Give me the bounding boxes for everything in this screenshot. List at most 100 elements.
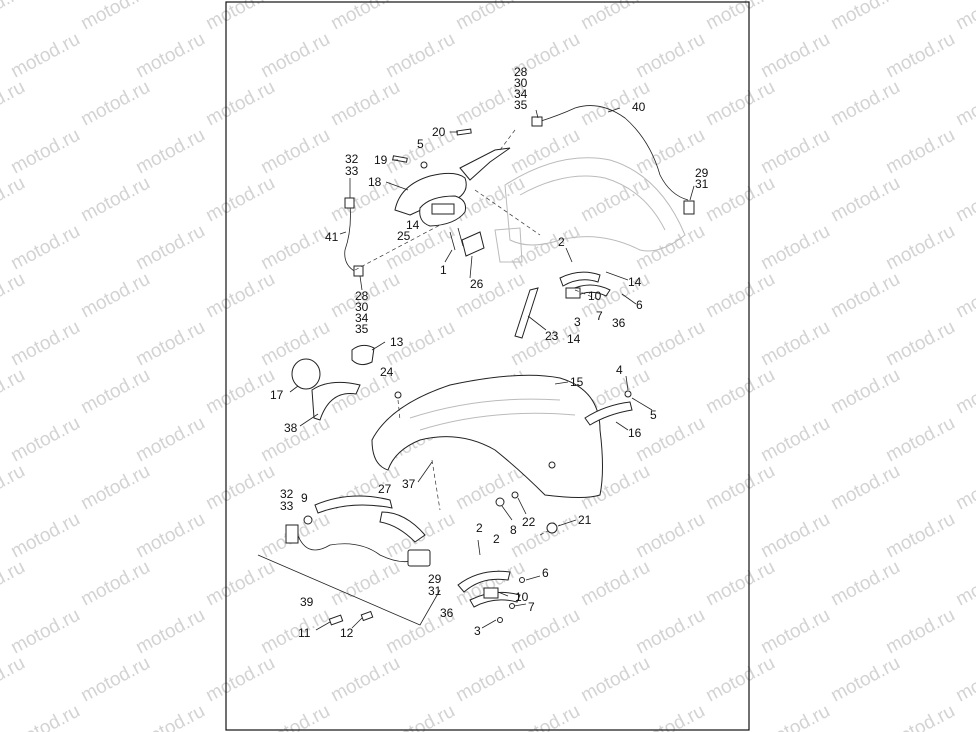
watermark-text: motod.ru [382, 29, 458, 83]
watermark-text: motod.ru [577, 0, 653, 34]
watermark-text: motod.ru [702, 0, 778, 34]
callout-30: 30 [355, 300, 369, 314]
wiring-harness-41 [344, 204, 357, 273]
watermark-text: motod.ru [0, 653, 29, 707]
callout-14: 14 [406, 218, 420, 232]
watermark-text: motod.ru [382, 125, 458, 179]
watermark-text: motod.ru [702, 461, 778, 515]
watermark-text: motod.ru [952, 461, 976, 515]
callout-32: 32 [345, 152, 359, 166]
watermark-text: motod.ru [77, 461, 153, 515]
callout-25: 25 [397, 229, 411, 243]
callout-40: 40 [632, 100, 646, 114]
trim-strip-16 [584, 401, 633, 426]
watermark-text: motod.ru [882, 413, 958, 467]
callout-28: 28 [355, 289, 369, 303]
watermark-text: motod.ru [202, 0, 278, 34]
watermark-text: motod.ru [507, 701, 583, 732]
callout-10: 10 [515, 590, 529, 604]
callout-13: 13 [390, 335, 404, 349]
watermark-text: motod.ru [7, 509, 83, 563]
watermark-text: motod.ru [327, 557, 403, 611]
dash-mid-1 [397, 399, 401, 421]
watermark-text: motod.ru [257, 701, 333, 732]
watermark-text: motod.ru [882, 605, 958, 659]
callout-24: 24 [380, 365, 394, 379]
watermark-text: motod.ru [132, 317, 208, 371]
watermark-text: motod.ru [77, 77, 153, 131]
callout-31: 31 [428, 584, 442, 598]
watermark-text: motod.ru [327, 653, 403, 707]
watermark-text: motod.ru [77, 653, 153, 707]
diagram-frame [225, 1, 750, 731]
callout-10: 10 [588, 289, 602, 303]
callout-6: 6 [542, 566, 549, 580]
watermark-text: motod.ru [702, 653, 778, 707]
watermark-text: motod.ru [757, 701, 833, 732]
callout-35: 35 [355, 322, 369, 336]
connector-top [531, 116, 543, 127]
pin-19 [392, 155, 408, 163]
callout-41: 41 [325, 230, 339, 244]
dash-upper-4 [574, 289, 601, 301]
connector-32-33-low [285, 524, 299, 544]
watermark-text: motod.ru [7, 125, 83, 179]
screw-2-lower [477, 539, 481, 556]
callout-19: 19 [374, 153, 388, 167]
callout-16: 16 [628, 426, 642, 440]
watermark-text: motod.ru [0, 173, 29, 227]
fender-support-bracket [494, 227, 523, 263]
callout-34: 34 [514, 87, 528, 101]
watermark-text: motod.ru [507, 125, 583, 179]
watermark-text: motod.ru [882, 317, 958, 371]
bolt-21 [546, 522, 558, 534]
callout-29: 29 [695, 166, 709, 180]
watermark-text: motod.ru [702, 77, 778, 131]
watermark-text: motod.ru [632, 701, 708, 732]
bracket-26 [461, 231, 485, 257]
nut-6-lower [519, 577, 525, 583]
rear-fender-15 [371, 374, 603, 498]
fender-support-inner [519, 175, 666, 231]
wiring-harness-40 [537, 105, 689, 201]
watermark-text: motod.ru [952, 653, 976, 707]
watermark-text: motod.ru [132, 29, 208, 83]
watermark-text: motod.ru [382, 701, 458, 732]
pad-27-upper [314, 495, 393, 514]
watermark-text: motod.ru [132, 701, 208, 732]
watermark-text: motod.ru [632, 221, 708, 275]
watermark-text: motod.ru [77, 0, 153, 34]
watermark-text: motod.ru [327, 0, 403, 34]
dash-upper-1 [354, 224, 441, 271]
callout-34: 34 [355, 311, 369, 325]
callout-4: 4 [616, 363, 623, 377]
watermark-text: motod.ru [632, 29, 708, 83]
watermark-text: motod.ru [882, 29, 958, 83]
watermark-text: motod.ru [827, 0, 903, 34]
dash-upper-2 [474, 189, 541, 236]
screw-1a [449, 231, 456, 251]
watermark-text: motod.ru [0, 77, 29, 131]
pin-20 [456, 128, 472, 136]
watermark-text: motod.ru [257, 317, 333, 371]
callout-38: 38 [284, 421, 298, 435]
bolt-5-top [420, 161, 428, 169]
watermark-text: motod.ru [507, 221, 583, 275]
bolt-8 [495, 497, 505, 507]
watermark-text: motod.ru [632, 509, 708, 563]
fender-rib [409, 398, 561, 419]
callout-32: 32 [280, 487, 294, 501]
watermark-text: motod.ru [882, 701, 958, 732]
callout-28: 28 [514, 65, 528, 79]
watermark-text: motod.ru [452, 653, 528, 707]
callout-33: 33 [345, 164, 359, 178]
watermark-text: motod.ru [0, 461, 29, 515]
callout-37: 37 [402, 477, 416, 491]
callout-12: 12 [340, 626, 354, 640]
bolt-22 [511, 491, 519, 499]
watermark-text: motod.ru [257, 29, 333, 83]
connector-28-35-left [353, 265, 364, 277]
callout-labels: 28 30 34 35 40 20 5 19 32 33 18 29 31 41… [270, 65, 709, 640]
callout-27: 27 [378, 482, 392, 496]
